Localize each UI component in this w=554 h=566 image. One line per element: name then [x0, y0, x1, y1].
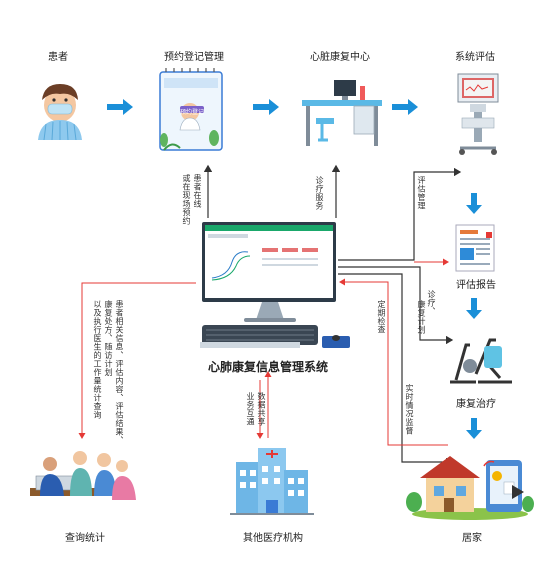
node-label-eval-report: 评估报告 [456, 280, 496, 291]
edge-label-clinic-service: 诊疗服务 [315, 176, 324, 210]
arrow-appointment-to-center [253, 99, 279, 115]
cardiac-center-illustration [302, 80, 382, 146]
arrow-center-to-eval [392, 99, 418, 115]
edge-label-diagnosis-plan-1: 诊疗、 [427, 290, 436, 316]
arrow-report-to-therapy [466, 298, 482, 319]
edge-label-realtime-supervision: 实时情况监督 [405, 384, 414, 435]
edge-label-online-booking-2: 或在现场预约 [182, 174, 191, 225]
home-illustration [406, 456, 534, 520]
other-institutions-illustration [230, 448, 314, 515]
edge-label-query-info-3: 以及执行医生的工作量统计查询 [93, 300, 102, 419]
eval-report-illustration [455, 224, 495, 272]
edge-label-eval-management: 评估管理 [417, 176, 426, 210]
edge-label-diagnosis-plan-2: 康复计划 [417, 300, 426, 334]
arrow-therapy-to-home [466, 418, 482, 439]
node-label-other-institutions: 其他医疗机构 [243, 533, 303, 544]
edge-label-data-sharing-2: 业务互通 [246, 392, 255, 426]
right-flow-arrows [466, 193, 482, 439]
rehab-therapy-illustration [450, 338, 512, 384]
top-flow-arrows [107, 99, 418, 115]
node-label-rehab-therapy: 康复治疗 [456, 399, 496, 410]
node-label-system-eval: 系统评估 [455, 52, 495, 63]
edge-label-query-info-2: 康复处方、随访计划 [104, 300, 113, 377]
node-label-query-stats: 查询统计 [65, 533, 105, 544]
red-connectors [78, 258, 449, 446]
right-connectors [338, 167, 462, 467]
appointment-illustration [159, 68, 223, 151]
node-label-appointment: 预约登记管理 [164, 52, 224, 63]
node-label-patient: 患者 [48, 52, 68, 63]
edge-label-query-info-1: 患者相关信息、评估内容、评估结果、 [115, 300, 124, 445]
edge-label-data-sharing-1: 数据共享 [257, 392, 266, 426]
edge-label-periodic-review: 定期检查 [377, 300, 386, 334]
node-label-cardiac-center: 心脏康复中心 [310, 52, 370, 63]
patient-illustration [38, 84, 82, 141]
query-stats-illustration [30, 451, 136, 500]
arrow-patient-to-appointment [107, 99, 133, 115]
edge-label-online-booking-1: 患者在线 [193, 174, 202, 208]
node-label-home: 居家 [462, 533, 482, 544]
system-eval-illustration [457, 73, 499, 155]
system-title: 心肺康复信息管理系统 [208, 360, 329, 374]
central-computer-illustration [200, 222, 350, 348]
appointment-card-text: 预约登记 [180, 109, 205, 116]
arrow-eval-to-report [466, 193, 482, 214]
